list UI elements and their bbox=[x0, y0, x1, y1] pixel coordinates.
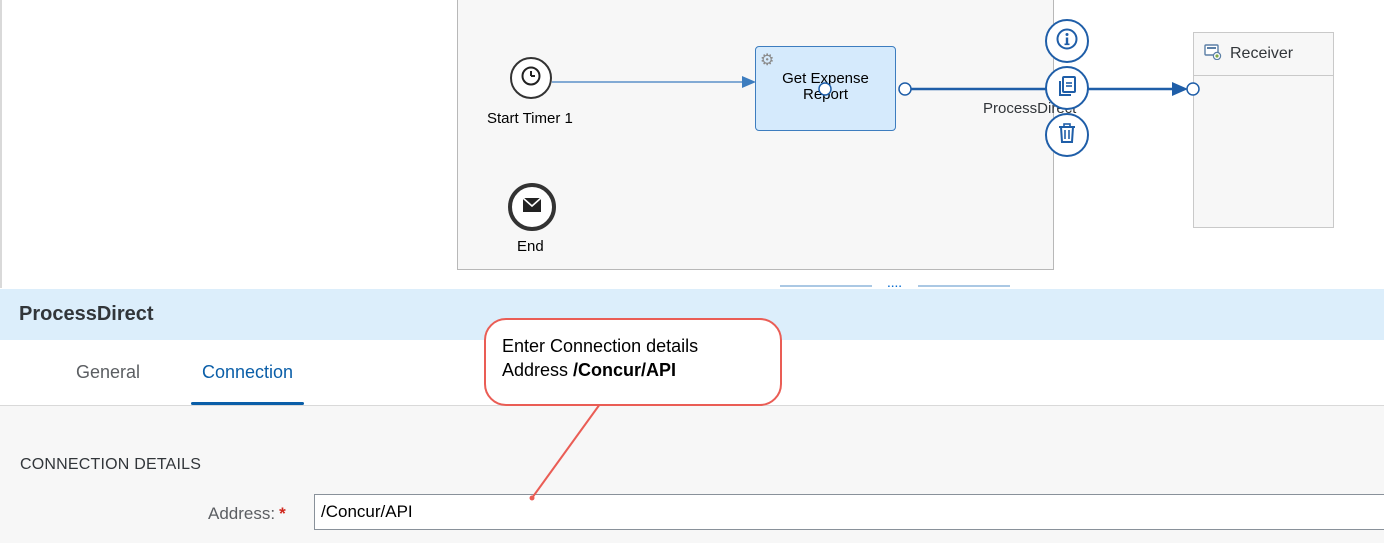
selected-tab-indicator bbox=[191, 402, 304, 405]
callout-line-2-prefix: Address bbox=[502, 360, 574, 380]
start-timer-event[interactable] bbox=[510, 57, 552, 99]
trash-icon bbox=[1056, 122, 1078, 149]
address-input[interactable] bbox=[314, 494, 1384, 530]
callout-line-1: Enter Connection details bbox=[502, 336, 699, 356]
info-icon bbox=[1055, 27, 1079, 56]
tab-connection-label: Connection bbox=[201, 362, 294, 382]
connector-handle[interactable] bbox=[817, 81, 833, 97]
copy-icon bbox=[1056, 75, 1078, 102]
integration-process-pool[interactable] bbox=[457, 0, 1054, 270]
receiver-system-icon bbox=[1204, 43, 1222, 65]
receiver-header: Receiver bbox=[1194, 33, 1333, 76]
start-timer-label: Start Timer 1 bbox=[487, 110, 573, 127]
receiver-participant[interactable]: Receiver bbox=[1193, 32, 1334, 228]
end-event-label: End bbox=[517, 238, 544, 255]
receiver-label: Receiver bbox=[1230, 45, 1294, 62]
panel-splitter[interactable]: .... bbox=[0, 280, 1384, 291]
splitter-grip-icon[interactable]: .... bbox=[872, 280, 918, 291]
clock-icon bbox=[520, 65, 542, 92]
annotation-callout: Enter Connection details Address /Concur… bbox=[484, 318, 782, 406]
delete-button[interactable] bbox=[1045, 113, 1089, 157]
get-expense-report-task[interactable]: ⚙ Get Expense Report bbox=[755, 46, 896, 131]
end-message-event[interactable] bbox=[508, 183, 556, 231]
info-button[interactable] bbox=[1045, 19, 1089, 63]
required-marker: * bbox=[279, 504, 286, 523]
canvas-left-border bbox=[0, 0, 2, 288]
callout-line-2-bold: /Concur/API bbox=[573, 360, 677, 380]
connection-form: CONNECTION DETAILS Address:* bbox=[0, 406, 1384, 543]
integration-flow-canvas[interactable]: Receiver Start Timer 1 End bbox=[0, 0, 1384, 288]
envelope-icon bbox=[522, 196, 542, 218]
callout-line-2: Address /Concur/API bbox=[502, 358, 780, 382]
copy-button[interactable] bbox=[1045, 66, 1089, 110]
gear-icon: ⚙ bbox=[760, 52, 775, 69]
panel-title: ProcessDirect bbox=[19, 303, 154, 325]
tab-connection[interactable]: Connection bbox=[191, 340, 304, 405]
tab-general[interactable]: General bbox=[76, 362, 141, 382]
address-label-text: Address: bbox=[208, 504, 276, 523]
section-title: CONNECTION DETAILS bbox=[20, 456, 202, 473]
address-label: Address:* bbox=[208, 504, 286, 524]
